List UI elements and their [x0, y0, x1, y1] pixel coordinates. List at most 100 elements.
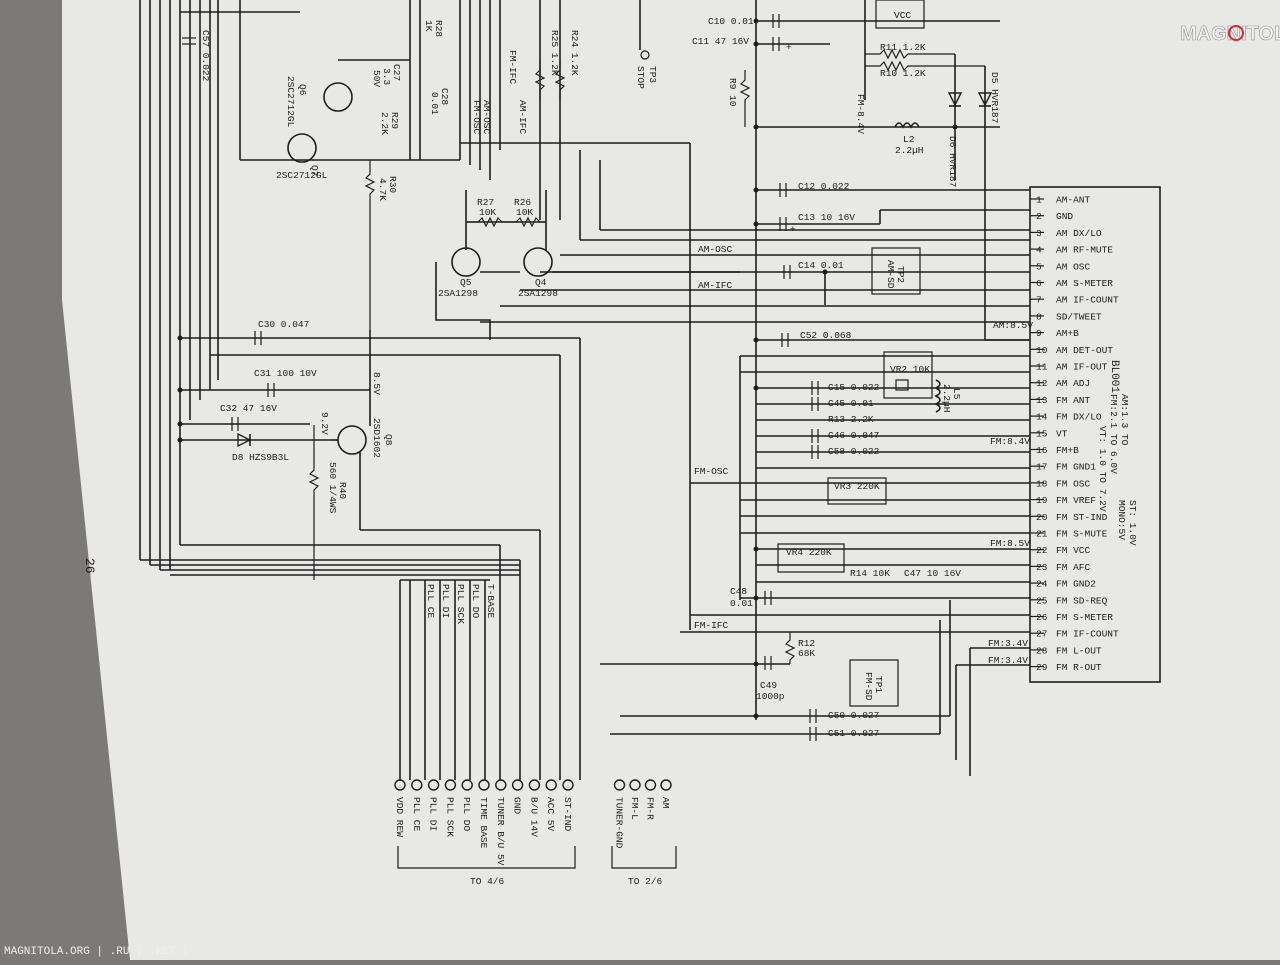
ic-pin-number: 23	[1036, 562, 1048, 573]
c27-label: C27	[391, 64, 402, 81]
ic-pin-name: FM S-METER	[1056, 612, 1113, 623]
q5-type: 2SA1298	[438, 288, 478, 299]
ic-pin-number: 12	[1036, 378, 1048, 389]
top-right-region: VCC C10 0.01 C11 47 16V + R11 1.2K R10 1…	[635, 0, 1000, 720]
connector-label: FM-R	[645, 797, 656, 820]
c46-label: C46 0.047	[828, 430, 879, 441]
l5-label: L5	[951, 388, 962, 400]
am-ifc-net: AM-IFC	[698, 280, 733, 291]
ic-pin-name: FM SD-REQ	[1056, 595, 1108, 606]
q8-label: Q8	[383, 434, 394, 446]
q7-label: Q7	[309, 165, 320, 176]
connector-terminal	[461, 779, 473, 791]
ic-note-2: FM:2.1 TO 6.0V	[1108, 394, 1119, 474]
connector-terminal	[545, 779, 557, 791]
fm-r-supply: FM:3.4V	[988, 655, 1028, 666]
c32-label: C32 47 16V	[220, 403, 277, 414]
r27-label: R27	[477, 197, 494, 208]
connector-label: AM	[660, 797, 671, 809]
connector-terminal	[660, 779, 672, 791]
fm-ifc-net: FM-IFC	[694, 620, 729, 631]
l2-value: 2.2µH	[895, 145, 924, 156]
ic-pin-name: FM+B	[1056, 445, 1079, 456]
tp1-box	[849, 659, 899, 707]
vcc-box	[875, 0, 925, 29]
magnitola-logo: MAGNITOLA	[1180, 23, 1280, 46]
ic-pin-number: 29	[1036, 662, 1048, 673]
c10-label: C10 0.01	[708, 16, 754, 27]
r24-label: R24 1.2K	[569, 30, 580, 76]
vcc-label: VCC	[894, 10, 911, 21]
r10-label: R10 1.2K	[880, 68, 926, 79]
connector-label: TUNER B/U 5V	[495, 797, 506, 866]
v85-label: 8.5V	[371, 372, 382, 395]
q7-transistor	[287, 133, 317, 163]
am-b-supply: AM:8.5V	[993, 320, 1033, 331]
r12-label: R12	[798, 638, 815, 649]
c11-plus: +	[786, 42, 792, 53]
tp1-label: TP1	[873, 676, 884, 693]
ic-pin-name: AM-ANT	[1056, 195, 1091, 206]
c58-label: C58 0.022	[828, 446, 880, 457]
connector-terminal	[444, 779, 457, 791]
dest-to-2-6: TO 2/6	[628, 876, 663, 887]
connector-terminal	[478, 779, 490, 791]
connector-terminal	[411, 779, 423, 791]
ic-pin-name: FM L-OUT	[1056, 645, 1102, 656]
ic-note-1: AM:1.3 TO	[1119, 394, 1130, 446]
ic-note-4: ST: 1.0V	[1127, 500, 1138, 546]
ic-pin-number: 9	[1036, 328, 1042, 339]
ic-pin-name: AM IF-COUNT	[1056, 295, 1119, 306]
connector-label: B/U 14V	[528, 797, 539, 837]
q5-label: Q5	[460, 277, 472, 288]
r28-value: 1K	[423, 20, 434, 32]
bus-label-tbase: T-BASE	[485, 584, 496, 619]
c28-label: C28	[439, 88, 450, 105]
bracket-to-4-6	[397, 846, 576, 869]
ic-pin-name: FM DX/LO	[1056, 412, 1102, 423]
r28-label: R28	[433, 20, 444, 37]
ic-pin-number: 21	[1036, 529, 1048, 540]
dest-to-4-6: TO 4/6	[470, 876, 505, 887]
fm-ifc-vertical-net: FM-IFC	[507, 50, 518, 85]
vr4-box	[777, 543, 845, 573]
q7-type: 2SC2712GL	[276, 170, 328, 181]
l5-inductor	[934, 379, 941, 413]
q6-transistor	[323, 82, 353, 112]
connector-terminal	[511, 779, 524, 791]
connector-terminal	[644, 779, 657, 791]
fm-osc-net: FM-OSC	[694, 466, 729, 477]
c30-label: C30 0.047	[258, 319, 309, 330]
q4-transistor	[523, 247, 553, 277]
vr2-box	[883, 351, 933, 399]
ic-pin-name: FM VREF	[1056, 495, 1096, 506]
d5-label: D5 HVR187	[989, 72, 1000, 123]
ic-pin-name: FM VCC	[1056, 545, 1091, 556]
bus-label-pll-do: PLL DO	[470, 584, 481, 619]
bus-label-pll-di: PLL DI	[440, 584, 451, 618]
connector-label: TIME BASE	[478, 797, 489, 849]
q6-label: Q6	[297, 84, 308, 96]
connector-terminal	[613, 779, 626, 791]
vr3-label: VR3 220K	[834, 481, 880, 492]
c27-value: 3.3	[381, 68, 392, 85]
ic-note-5: MONO:5V	[1116, 500, 1127, 540]
r27-value: 10K	[479, 207, 496, 218]
ic-pin-name: AM+B	[1056, 328, 1079, 339]
ic-pin-name: AM ADJ	[1056, 378, 1090, 389]
ic-pin-name: FM IF-COUNT	[1056, 629, 1119, 640]
q6-type: 2SC2712GL	[285, 76, 296, 128]
page-number: 26	[82, 558, 97, 574]
c15-label: C15 0.022	[828, 382, 880, 393]
c27-voltage: 50V	[371, 70, 382, 87]
ic-pin-number: 16	[1036, 445, 1048, 456]
r9-label: R9 10	[727, 78, 738, 107]
c31-label: C31 100 10V	[254, 368, 317, 379]
fm-vcc-supply: FM:8.5V	[990, 538, 1030, 549]
fm-osc-vertical-net: FM-OSC	[471, 100, 482, 135]
power-region: C30 0.047 C31 100 10V C32 47 16V D8 HZS9…	[140, 319, 581, 780]
